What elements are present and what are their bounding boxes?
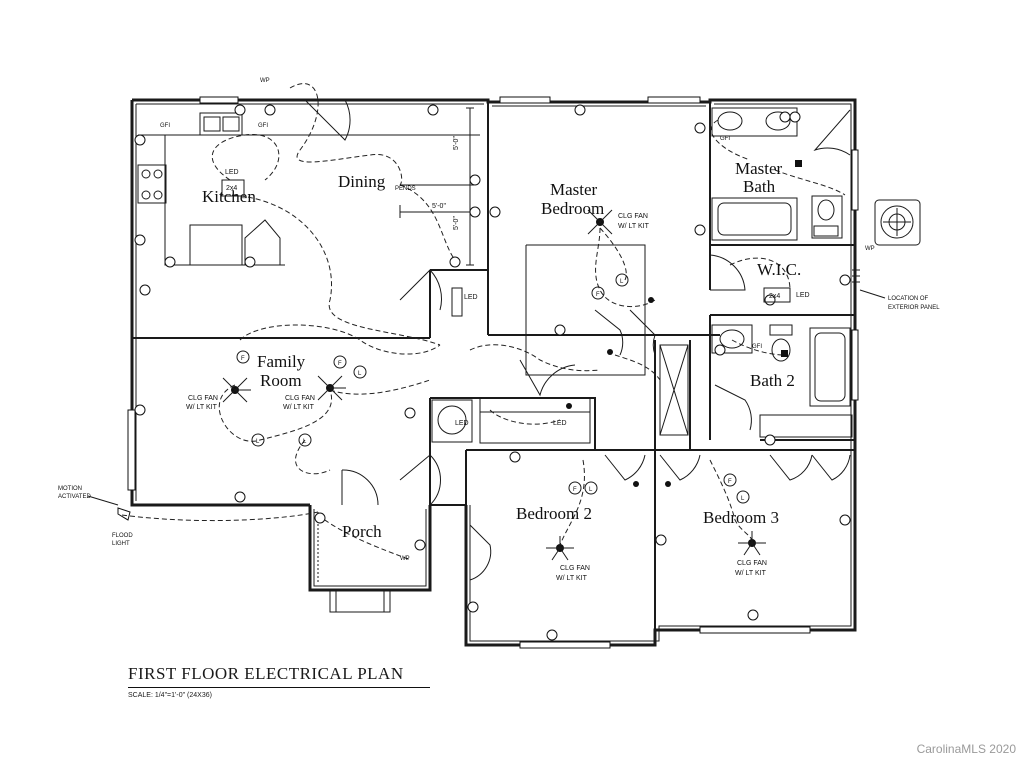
- master-bath-fixtures: [711, 107, 921, 246]
- room-dining: Dining: [338, 172, 386, 191]
- svg-text:WP: WP: [865, 246, 875, 252]
- porch-structure: [317, 512, 391, 613]
- fan-master-bedroom: [587, 209, 613, 235]
- svg-text:LED: LED: [796, 292, 810, 299]
- svg-text:F: F: [241, 356, 245, 362]
- fan-labels: CLG FAN W/ LT KIT CLG FAN W/ LT KIT CLG …: [186, 213, 767, 582]
- watermark: CarolinaMLS 2020: [916, 742, 1016, 756]
- svg-text:GFI: GFI: [160, 123, 170, 129]
- room-porch: Porch: [342, 522, 382, 541]
- room-master-bedroom-1: Master: [550, 180, 598, 199]
- svg-text:CLG FAN: CLG FAN: [618, 213, 648, 220]
- bath2-fixtures: [711, 324, 851, 407]
- led-panel-kitchen: 2x4: [226, 185, 237, 192]
- svg-text:LIGHT: LIGHT: [112, 541, 130, 547]
- svg-text:GFI: GFI: [720, 136, 730, 142]
- svg-text:L: L: [620, 279, 624, 285]
- receptacles: [134, 104, 851, 641]
- ceiling-fans: [222, 209, 766, 561]
- svg-text:W/ LT KIT: W/ LT KIT: [283, 404, 315, 411]
- svg-text:W/ LT KIT: W/ LT KIT: [735, 570, 767, 577]
- svg-text:GFI: GFI: [752, 344, 762, 350]
- room-wic: W.I.C.: [757, 260, 801, 279]
- svg-text:LED: LED: [464, 294, 478, 301]
- svg-text:LED: LED: [553, 420, 567, 427]
- svg-text:CLG FAN: CLG FAN: [188, 395, 218, 402]
- title-underline: [128, 687, 430, 688]
- svg-text:FLOOD: FLOOD: [112, 533, 133, 539]
- svg-text:ACTIVATED: ACTIVATED: [58, 494, 91, 500]
- room-master-bedroom-2: Bedroom: [541, 199, 604, 218]
- fan-family-room-2: [317, 375, 346, 401]
- room-kitchen: Kitchen: [202, 187, 256, 206]
- svg-text:F: F: [728, 479, 732, 485]
- fan-bedroom-2: [546, 536, 574, 561]
- svg-text:W/ LT KIT: W/ LT KIT: [186, 404, 218, 411]
- svg-text:F: F: [596, 292, 600, 298]
- svg-text:L: L: [303, 439, 307, 445]
- svg-text:CLG FAN: CLG FAN: [737, 560, 767, 567]
- svg-text:W/ LT KIT: W/ LT KIT: [556, 575, 588, 582]
- svg-text:CLG FAN: CLG FAN: [560, 565, 590, 572]
- led-panel-wic: 2x4: [769, 293, 780, 300]
- room-labels: Kitchen Dining Master Bedroom Master Bat…: [202, 159, 801, 541]
- exterior-notes: MOTION ACTIVATED FLOOD LIGHT LOCATION OF…: [58, 269, 940, 547]
- svg-text:CLG FAN: CLG FAN: [285, 395, 315, 402]
- svg-text:EXTERIOR PANEL: EXTERIOR PANEL: [888, 305, 940, 311]
- svg-text:L: L: [589, 487, 593, 493]
- wiring: [121, 83, 846, 561]
- room-family-2: Room: [260, 371, 302, 390]
- room-master-bath-2: Bath: [743, 177, 776, 196]
- room-bath2: Bath 2: [750, 371, 795, 390]
- doors: [304, 99, 851, 581]
- room-master-bath-1: Master: [735, 159, 783, 178]
- svg-text:GFI: GFI: [258, 123, 268, 129]
- dim-dining-1: 5'-0": [453, 136, 460, 150]
- room-family-1: Family: [257, 352, 306, 371]
- svg-text:LED: LED: [455, 420, 469, 427]
- plan-title: FIRST FLOOR ELECTRICAL PLAN: [128, 664, 404, 683]
- dim-dining-3: 5'-0": [432, 203, 446, 210]
- room-bedroom2: Bedroom 2: [516, 504, 592, 523]
- hall-fixtures: [431, 344, 853, 444]
- svg-text:WP: WP: [400, 556, 410, 562]
- outlet-labels: GFI GFI GFI GFI WP WP WP PENDS: [160, 78, 875, 562]
- svg-text:L: L: [358, 371, 362, 377]
- room-bedroom3: Bedroom 3: [703, 508, 779, 527]
- led-panels: 2x4 LED 2x4 LED LED LED LED: [221, 169, 810, 427]
- dim-dining-2: 5'-0": [453, 216, 460, 230]
- smoke-detectors: [566, 160, 802, 487]
- svg-text:PENDS: PENDS: [395, 186, 416, 192]
- svg-text:F: F: [573, 487, 577, 493]
- fan-light-switches: F F L L L F L F L F L: [236, 273, 750, 504]
- svg-text:MOTION: MOTION: [58, 486, 82, 492]
- svg-text:LED: LED: [225, 169, 239, 176]
- svg-text:W/ LT KIT: W/ LT KIT: [618, 223, 650, 230]
- svg-text:L: L: [256, 439, 260, 445]
- svg-text:LOCATION OF: LOCATION OF: [888, 296, 929, 302]
- fan-family-room-1: [222, 377, 251, 403]
- svg-text:L: L: [741, 496, 745, 502]
- fan-bedroom-3: [738, 531, 766, 556]
- plan-scale: SCALE: 1/4"=1'-0" (24X36): [128, 692, 212, 699]
- svg-text:WP: WP: [260, 78, 270, 84]
- dimension-lines: 5'-0" 5'-0" 5'-0": [399, 107, 474, 266]
- svg-text:F: F: [338, 361, 342, 367]
